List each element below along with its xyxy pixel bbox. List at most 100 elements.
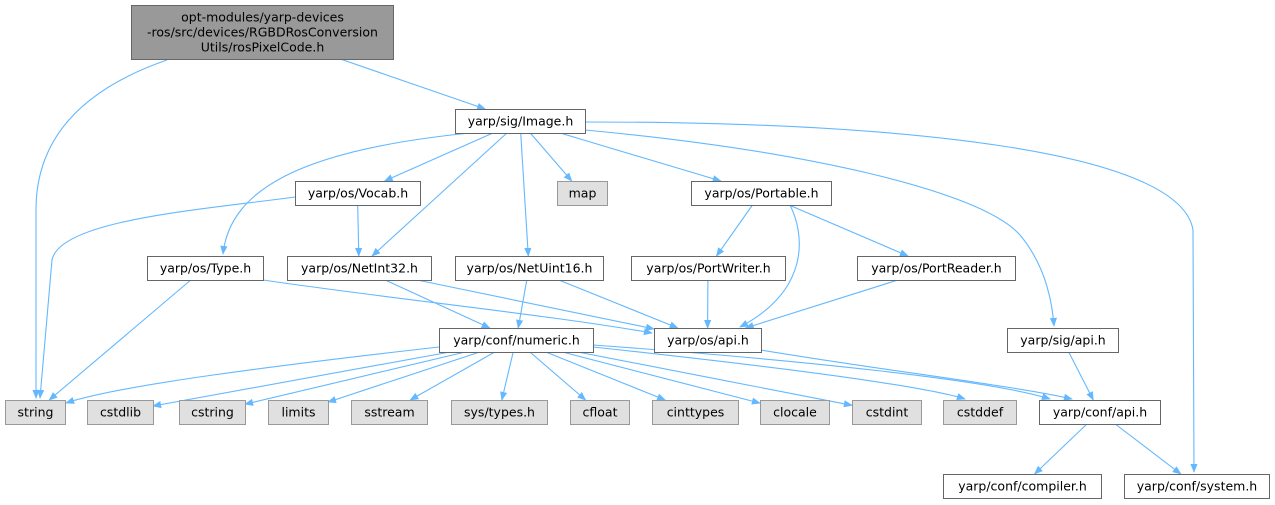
- node-box: [131, 5, 394, 60]
- edge-numeric-to-cstdint: [577, 351, 853, 408]
- node-type[interactable]: yarp/os/Type.h: [147, 256, 264, 281]
- node-confapi[interactable]: yarp/conf/api.h: [1039, 400, 1161, 425]
- node-box: [295, 181, 421, 206]
- edge-netuint16-to-osapi: [558, 279, 679, 329]
- node-label: yarp/os/Type.h: [160, 261, 251, 276]
- node-vocab[interactable]: yarp/os/Vocab.h: [295, 181, 421, 206]
- node-label: yarp/sig/Image.h: [468, 114, 574, 129]
- edge-numeric-to-string: [65, 346, 440, 404]
- edge-numeric-to-sstream: [409, 351, 496, 401]
- node-system[interactable]: yarp/conf/system.h: [1124, 474, 1270, 499]
- node-label: yarp/conf/api.h: [1053, 405, 1147, 420]
- node-box: [1124, 474, 1270, 499]
- node-box: [1007, 328, 1119, 353]
- node-cstddef: cstddef: [943, 400, 1017, 425]
- edge-vocab-to-netint32: [355, 204, 363, 257]
- node-sstream: sstream: [351, 400, 428, 425]
- node-cfloat: cfloat: [570, 400, 630, 425]
- node-label: yarp/conf/system.h: [1137, 479, 1257, 494]
- edge-image-to-netuint16: [520, 132, 532, 257]
- node-box: [654, 328, 762, 353]
- node-label: yarp/os/Vocab.h: [308, 186, 408, 201]
- edge-confapi-to-system: [1114, 423, 1182, 475]
- node-label: yarp/os/NetInt32.h: [301, 261, 418, 276]
- node-map: map: [557, 181, 608, 206]
- edge-numeric-to-limits: [327, 351, 480, 403]
- edge-type-to-osapi: [262, 279, 653, 336]
- node-label: yarp/os/PortReader.h: [871, 261, 1001, 276]
- edge-vocab-to-string: [37, 196, 296, 399]
- node-sigapi[interactable]: yarp/sig/api.h: [1007, 328, 1119, 353]
- node-box: [5, 400, 66, 425]
- node-portwriter[interactable]: yarp/os/PortWriter.h: [631, 256, 786, 281]
- node-box: [1039, 400, 1161, 425]
- node-label: opt-modules/yarp-devices: [181, 10, 344, 25]
- node-osapi[interactable]: yarp/os/api.h: [654, 328, 762, 353]
- node-portable[interactable]: yarp/os/Portable.h: [691, 181, 832, 206]
- node-box: [570, 400, 630, 425]
- node-label: limits: [281, 405, 315, 420]
- node-portreader[interactable]: yarp/os/PortReader.h: [857, 256, 1016, 281]
- node-label: yarp/os/PortWriter.h: [646, 261, 770, 276]
- edge-image-to-vocab: [383, 132, 494, 182]
- edge-image-to-system: [584, 121, 1198, 473]
- node-box: [147, 256, 264, 281]
- node-cstdlib: cstdlib: [87, 400, 154, 425]
- node-label: cstdlib: [100, 405, 141, 420]
- node-label: string: [18, 405, 54, 420]
- edge-portable-to-portreader: [788, 204, 909, 257]
- node-box: [557, 181, 608, 206]
- node-label: yarp/os/NetUint16.h: [467, 261, 593, 276]
- node-box: [179, 400, 246, 425]
- node-box: [857, 256, 1016, 281]
- node-label: Utils/rosPixelCode.h: [201, 40, 325, 55]
- node-box: [87, 400, 154, 425]
- node-netuint16[interactable]: yarp/os/NetUint16.h: [455, 256, 604, 281]
- node-cstdint: cstdint: [852, 400, 922, 425]
- edge-numeric-to-cinttypes: [545, 351, 667, 401]
- node-label: cstring: [191, 405, 234, 420]
- edge-numeric-to-systypes: [500, 351, 514, 401]
- node-box: [943, 474, 1102, 499]
- edge-numeric-to-cstdlib: [152, 351, 451, 409]
- edge-osapi-to-confapi: [760, 349, 1073, 401]
- edge-image-to-portable: [560, 132, 722, 183]
- edge-numeric-to-cstddef: [592, 346, 966, 401]
- node-box: [691, 181, 832, 206]
- edge-numeric-to-cfloat: [529, 351, 587, 401]
- node-netint32[interactable]: yarp/os/NetInt32.h: [287, 256, 432, 281]
- node-label: cfloat: [583, 405, 618, 420]
- node-box: [852, 400, 922, 425]
- node-label: yarp/conf/compiler.h: [958, 479, 1087, 494]
- node-box: [943, 400, 1017, 425]
- edge-root-to-string: [32, 59, 168, 399]
- node-label: yarp/sig/api.h: [1020, 333, 1105, 348]
- node-box: [439, 328, 594, 353]
- edge-root-to-image: [340, 58, 487, 110]
- node-label: cstddef: [957, 405, 1004, 420]
- node-label: map: [569, 186, 597, 201]
- node-box: [287, 256, 432, 281]
- node-label: cinttypes: [667, 405, 725, 420]
- node-box: [631, 256, 786, 281]
- edge-netuint16-to-numeric: [516, 279, 528, 329]
- node-box: [760, 400, 830, 425]
- node-label: -ros/src/devices/RGBDRosConversion: [147, 25, 378, 40]
- node-root[interactable]: opt-modules/yarp-devices-ros/src/devices…: [131, 5, 394, 60]
- node-box: [455, 256, 604, 281]
- node-clocale: clocale: [760, 400, 830, 425]
- node-numeric[interactable]: yarp/conf/numeric.h: [439, 328, 594, 353]
- node-label: sstream: [364, 405, 414, 420]
- node-label: clocale: [773, 405, 817, 420]
- node-label: yarp/os/api.h: [667, 333, 749, 348]
- node-image[interactable]: yarp/sig/Image.h: [455, 109, 586, 134]
- node-compiler[interactable]: yarp/conf/compiler.h: [943, 474, 1102, 499]
- edge-image-to-netint32: [371, 132, 508, 257]
- node-limits: limits: [268, 400, 329, 425]
- edge-sigapi-to-confapi: [1068, 351, 1094, 401]
- edge-image-to-type: [220, 132, 471, 255]
- node-box: [268, 400, 329, 425]
- edge-netint32-to-numeric: [384, 279, 491, 329]
- edge-confapi-to-compiler: [1033, 423, 1088, 475]
